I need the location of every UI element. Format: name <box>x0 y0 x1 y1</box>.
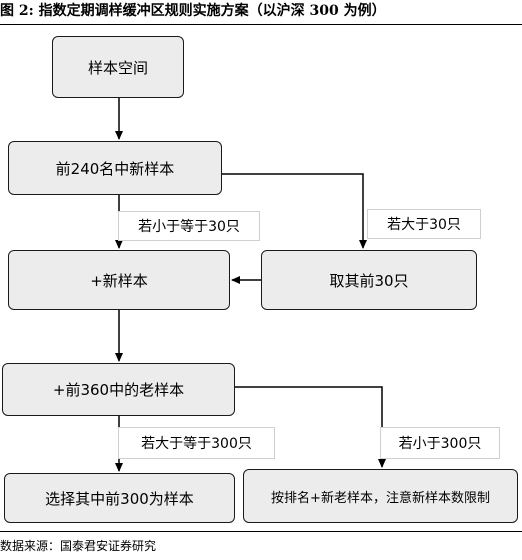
node-add-old-top360: +前360中的老样本 <box>2 363 235 416</box>
label-gt-30: 若大于30只 <box>367 209 481 239</box>
label-ge-300: 若大于等于300只 <box>118 427 275 459</box>
node-take-top30: 取其前30只 <box>261 250 477 310</box>
bottom-rule <box>0 531 522 532</box>
top-rule <box>0 24 522 25</box>
label-le-30: 若小于等于30只 <box>118 211 260 241</box>
node-add-new: +新样本 <box>8 250 230 310</box>
node-rank-new-old: 按排名+新老样本，注意新样本数限制 <box>243 469 518 523</box>
node-top240-new: 前240名中新样本 <box>8 141 222 195</box>
label-lt-300: 若小于300只 <box>380 427 500 459</box>
figure-source: 数据来源：国泰君安证券研究 <box>0 539 157 553</box>
edge-top240-to-top30 <box>222 173 367 249</box>
node-sample-space: 样本空间 <box>52 36 184 98</box>
figure-title: 图 2: 指数定期调样缓冲区规则实施方案（以沪深 300 为例） <box>0 3 386 19</box>
node-select-top300: 选择其中前300为样本 <box>4 473 235 523</box>
